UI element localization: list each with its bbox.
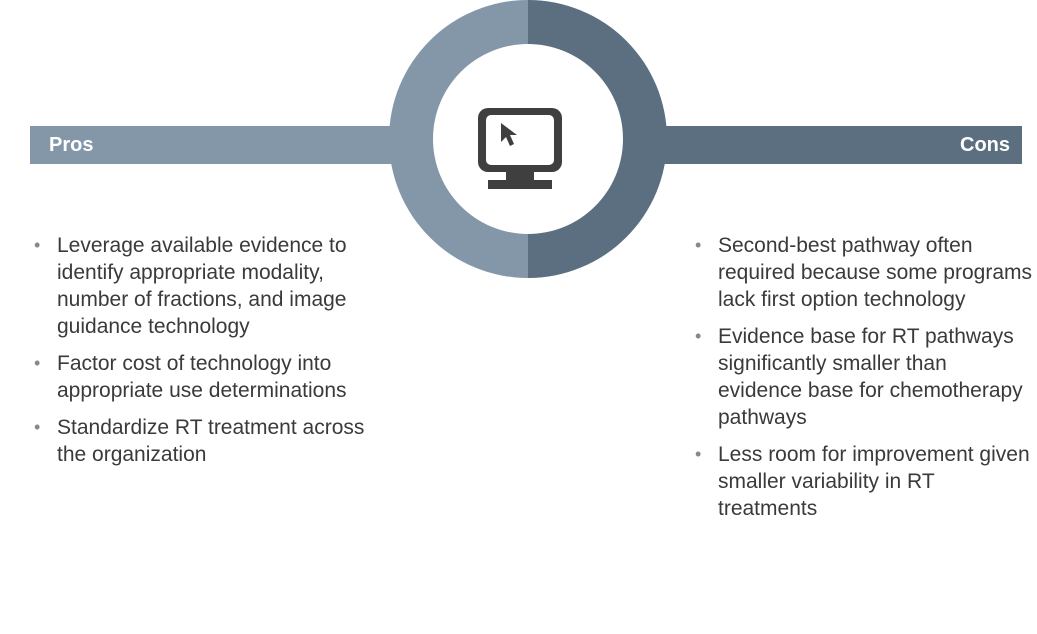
pros-item: Factor cost of technology into appropria… xyxy=(30,350,390,404)
computer-monitor-icon xyxy=(478,108,562,189)
pros-label: Pros xyxy=(49,133,94,156)
pros-item: Standardize RT treatment across the orga… xyxy=(30,414,390,468)
cons-list: Second-best pathway often required becau… xyxy=(691,232,1036,532)
pros-list: Leverage available evidence to identify … xyxy=(30,232,390,478)
cons-item: Second-best pathway often required becau… xyxy=(691,232,1036,313)
cons-label: Cons xyxy=(960,133,1010,156)
cons-item: Evidence base for RT pathways significan… xyxy=(691,323,1036,431)
pros-item: Leverage available evidence to identify … xyxy=(30,232,390,340)
cursor-arrow-icon xyxy=(501,123,517,146)
cons-item: Less room for improvement given smaller … xyxy=(691,441,1036,522)
